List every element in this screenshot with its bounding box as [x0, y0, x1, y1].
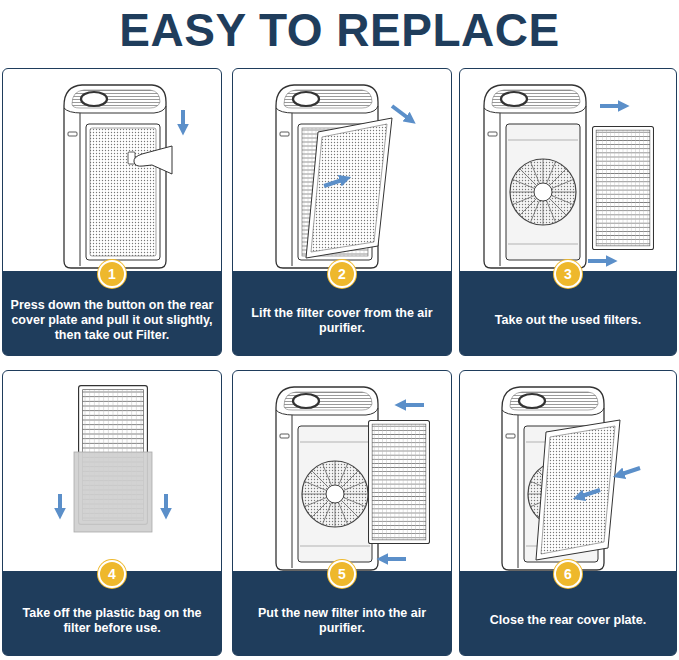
step-5-illustration	[276, 387, 429, 570]
step-text: Close the rear cover plate.	[490, 613, 646, 628]
step-number-badge: 6	[554, 560, 582, 588]
step-4-illustration	[60, 386, 166, 532]
step-3-illustration	[484, 85, 653, 268]
step-panel: Take out the used filters. 3	[459, 68, 677, 356]
callout-number: 1	[108, 267, 116, 281]
callout-number: 3	[564, 267, 572, 281]
step-text: Press down the button on the rear cover …	[10, 298, 214, 343]
step-text: Take out the used filters.	[495, 313, 641, 328]
step-panel: Put the new filter into the air purifier…	[232, 370, 452, 656]
callout-number: 6	[564, 567, 572, 581]
step-6-illustration	[502, 387, 640, 570]
callout-number: 4	[108, 567, 116, 581]
step-number-badge: 2	[328, 260, 356, 288]
step-number-badge: 4	[98, 560, 126, 588]
step-text: Take off the plastic bag on the filter b…	[10, 606, 214, 636]
step-panel: Close the rear cover plate. 6	[459, 370, 677, 656]
step-number-badge: 5	[328, 560, 356, 588]
step-number-badge: 3	[554, 260, 582, 288]
step-text: Lift the filter cover from the air purif…	[240, 306, 444, 336]
page-title: EASY TO REPLACE	[0, 0, 679, 60]
step-panel: Press down the button on the rear cover …	[2, 68, 222, 356]
step-panel: Lift the filter cover from the air purif…	[232, 68, 452, 356]
callout-number: 5	[338, 567, 346, 581]
step-text: Put the new filter into the air purifier…	[240, 606, 444, 636]
step-1-illustration	[64, 85, 183, 268]
step-number-badge: 1	[98, 260, 126, 288]
callout-number: 2	[338, 267, 346, 281]
step-panel: Take off the plastic bag on the filter b…	[2, 370, 222, 656]
step-2-illustration	[276, 85, 408, 268]
